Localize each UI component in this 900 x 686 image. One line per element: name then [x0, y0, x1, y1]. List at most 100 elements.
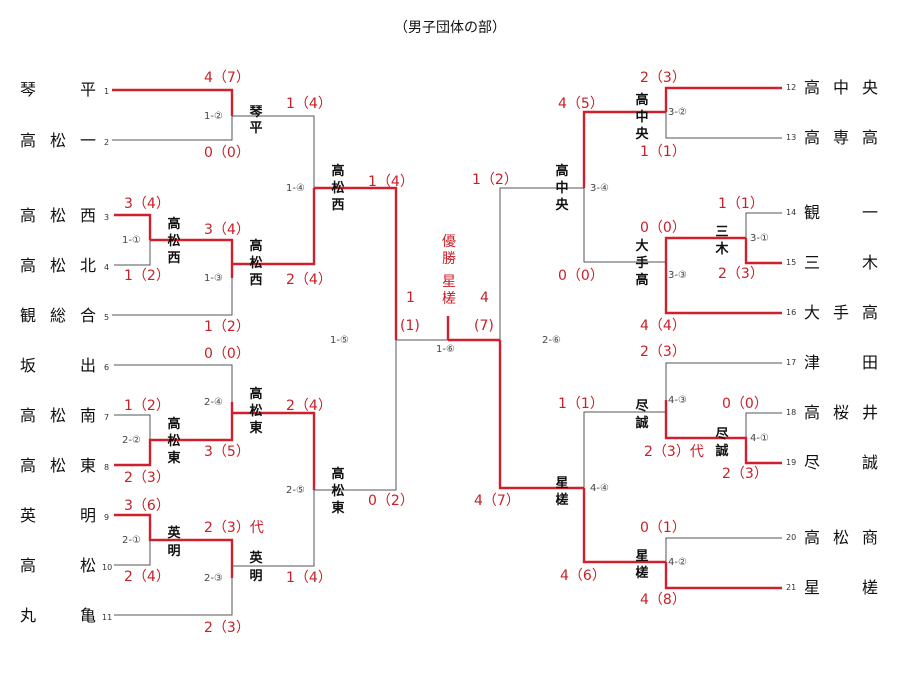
win-line [706, 436, 782, 465]
winner-char: 高 [635, 272, 648, 288]
winner-char: 中 [555, 180, 568, 196]
match-id: 2-④ [204, 397, 223, 408]
match-id: 3-① [750, 233, 769, 244]
win-line [582, 110, 666, 188]
loss-line [583, 411, 666, 488]
winner-w10: 高中央 [635, 92, 649, 142]
score: 2（4） [124, 569, 170, 585]
match-id: 4-① [750, 433, 769, 444]
win-line [582, 488, 666, 564]
score: 2（3） [640, 344, 686, 360]
match-id: 2-⑥ [542, 335, 561, 346]
team-name: 尽 誠 [804, 453, 878, 472]
score: 2（4） [286, 398, 332, 414]
winner-char: 松 [249, 255, 262, 271]
champion-name-char: 槎 [442, 291, 456, 307]
winner-char: 高 [331, 466, 344, 482]
winner-char: 高 [167, 416, 180, 432]
score: 4（8） [640, 592, 686, 608]
winner-w8: 高松西 [331, 163, 344, 213]
winner-w15: 尽誠 [715, 427, 729, 459]
match-id: 2-② [122, 435, 141, 446]
team-seed: 7 [104, 413, 109, 422]
match-id: 2-① [122, 535, 141, 546]
final-right-score-sub: (7) [474, 318, 494, 334]
match-id: 1-④ [286, 183, 305, 194]
match-id: 4-② [668, 557, 687, 568]
winner-char: 高 [249, 386, 262, 402]
match-id: 2-③ [204, 573, 223, 584]
winner-w11: 三木 [714, 225, 729, 257]
win-line [664, 86, 782, 112]
team-seed: 6 [104, 363, 109, 372]
team-4: 高 松 北 4 [20, 256, 109, 275]
winner-w5: 高松東 [167, 416, 180, 466]
winner-char: 松 [249, 403, 262, 419]
score: 2（3） [718, 266, 764, 282]
match-id: 4-④ [590, 483, 609, 494]
team-seed: 14 [786, 208, 796, 217]
match-id: 3-③ [668, 270, 687, 281]
win-line [232, 188, 316, 266]
loss-line [745, 412, 782, 438]
win-line [194, 402, 234, 442]
team-name: 高 中 央 [804, 78, 878, 97]
score: 1（1） [718, 196, 764, 212]
team-name: 英 明 [20, 506, 96, 525]
winner-w12: 大手高 [635, 238, 648, 288]
score: 0（2） [368, 493, 414, 509]
win-line [664, 275, 782, 315]
score: 0（0） [204, 145, 250, 161]
winner-char: 高 [249, 238, 262, 254]
team-name: 大 手 高 [804, 303, 878, 322]
match-id: 1-⑤ [330, 335, 349, 346]
win-line [194, 538, 234, 578]
winner-char: 高 [635, 92, 648, 108]
win-line [664, 400, 706, 440]
loss-line [114, 578, 233, 616]
winner-char: 木 [714, 241, 729, 257]
score: 4（6） [560, 568, 606, 584]
score: 1（4） [368, 174, 414, 190]
team-seed: 18 [786, 408, 796, 417]
score: 2（3） [204, 620, 250, 636]
winner-w6: 英明 [166, 525, 181, 559]
winner-char: 高 [167, 216, 180, 232]
score: 3（4） [204, 222, 250, 238]
winner-char: 央 [555, 197, 569, 213]
score: 0（0） [558, 268, 604, 284]
champion-label-char: 勝 [442, 251, 456, 267]
winner-char: 平 [249, 121, 262, 136]
win-line [112, 88, 234, 116]
loss-line [745, 212, 782, 238]
winner-char: 尽 [635, 399, 649, 414]
score: 0（1） [640, 520, 686, 536]
win-line [150, 238, 234, 278]
winner-char: 松 [331, 180, 344, 196]
score: 2（3）代 [644, 444, 704, 460]
match-id: 4-③ [668, 395, 687, 406]
team-seed: 15 [786, 258, 796, 267]
score: 4（7） [204, 70, 250, 86]
loss-line [114, 414, 151, 440]
loss-line [112, 278, 233, 316]
score: 1（2） [472, 172, 518, 188]
champion-name-char: 星 [442, 274, 456, 290]
team-name: 高 松 一 [20, 131, 96, 150]
team-seed: 4 [104, 263, 109, 272]
winner-char: 明 [249, 569, 262, 584]
match-id: 1-① [122, 235, 141, 246]
loss-line [665, 362, 782, 400]
loss-line [665, 112, 782, 139]
score: 3（6） [124, 498, 170, 514]
team-name: 高 松 北 [20, 256, 96, 275]
winner-char: 誠 [715, 443, 728, 459]
team-name: 観 総 合 [20, 306, 96, 325]
team-name: 坂 出 [20, 356, 96, 375]
